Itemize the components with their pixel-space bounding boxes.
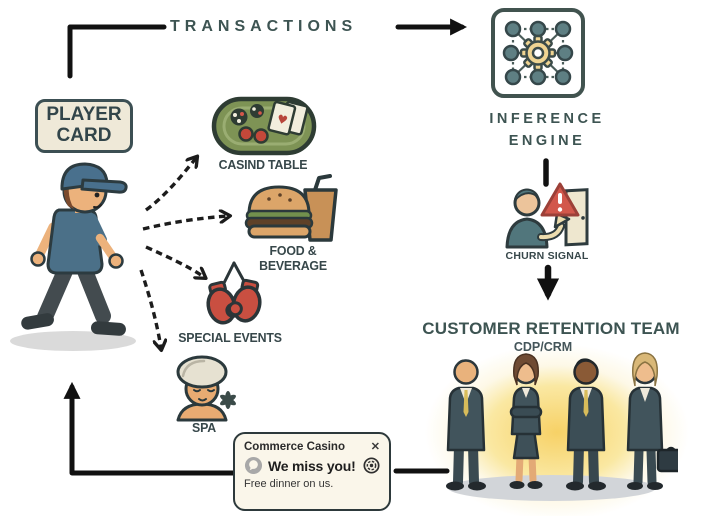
- cdp-crm-label: CDP/CRM: [513, 340, 573, 354]
- gear-icon: [519, 34, 557, 72]
- player-illustration: [10, 162, 136, 351]
- warning-icon: [540, 182, 580, 217]
- team-member-1: [446, 359, 486, 491]
- churn-signal-label: CHURN SIGNAL: [505, 250, 589, 262]
- player-to-casino-table-arrow: [144, 158, 196, 212]
- notification-offer: Free dinner on us.: [244, 478, 334, 490]
- player-card-sign-line2: CARD: [56, 124, 112, 146]
- close-icon[interactable]: ✕: [370, 440, 380, 453]
- team-shadow: [448, 475, 656, 501]
- inference-engine-icon: [491, 8, 585, 98]
- special-events-icon: [206, 261, 262, 325]
- churn-signal-icon: [505, 182, 589, 249]
- spa-icon: [176, 355, 236, 422]
- casino-table-icon: ♥: [211, 96, 317, 156]
- player-to-food-beverage-arrow: [142, 216, 228, 231]
- svg-text:♥: ♥: [275, 112, 289, 128]
- notification-message: We miss you!: [268, 457, 356, 474]
- casino-chip-icon: [363, 457, 380, 474]
- retention-team-illustration: [446, 352, 678, 501]
- food-beverage-label: FOOD & BEVERAGE: [259, 243, 327, 273]
- notification-card: Commerce Casino ✕ We miss you! Free dinn…: [233, 432, 391, 511]
- retention-team-title: CUSTOMER RETENTION TEAM: [422, 319, 680, 338]
- inference-engine-label: INFERENCE ENGINE: [489, 111, 605, 150]
- player-card-sign-line1: PLAYER: [46, 104, 122, 125]
- spa-flower: [220, 391, 236, 409]
- chat-bubble-icon: [244, 456, 263, 475]
- transactions-label: TRANSACTIONS: [170, 18, 358, 35]
- casino-table-label: CASIND TABLE: [218, 157, 308, 172]
- team-member-4: [626, 352, 678, 490]
- player-card-sign: PLAYER CARD: [35, 99, 133, 154]
- notification-app-name: Commerce Casino: [244, 441, 345, 453]
- player-to-transactions-line: [67, 24, 167, 79]
- spa-label: SPA: [192, 420, 216, 435]
- team-member-2: [509, 353, 543, 489]
- player-shadow: [10, 331, 136, 351]
- team-member-3: [566, 358, 606, 491]
- briefcase-icon: [656, 448, 678, 473]
- special-events-label: SPECIAL EVENTS: [178, 330, 282, 345]
- food-beverage-icon: [244, 174, 338, 242]
